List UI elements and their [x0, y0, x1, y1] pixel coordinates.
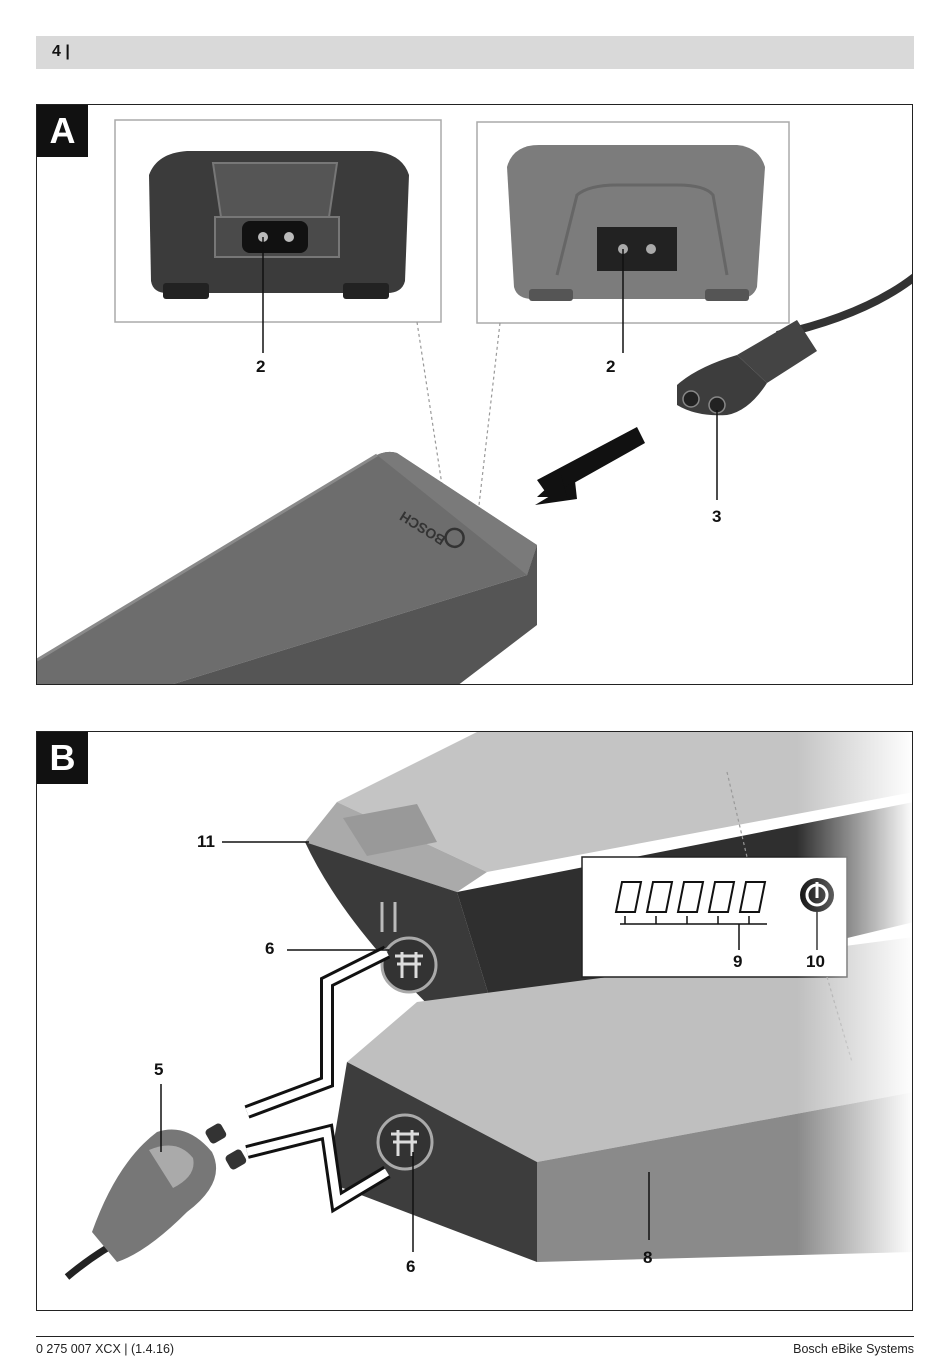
footer-rule — [36, 1336, 914, 1337]
power-socket-left — [242, 221, 308, 253]
leader-line-left — [417, 322, 442, 485]
footer-document-id: 0 275 007 XCX | (1.4.16) — [36, 1342, 174, 1356]
figure-a-label: A — [37, 105, 88, 157]
callout-9: 9 — [733, 952, 742, 972]
insert-direction-arrow — [535, 427, 645, 505]
charger-body: BOSCH — [37, 452, 537, 685]
callout-2-right: 2 — [606, 357, 615, 377]
charger-plug — [67, 1122, 248, 1277]
fade-overlay — [797, 732, 913, 1311]
callout-8: 8 — [643, 1248, 652, 1268]
figure-b-illustration — [37, 732, 913, 1311]
callout-11: 11 — [197, 832, 215, 852]
page-number: 4 | — [52, 43, 70, 61]
callout-6-top: 6 — [265, 939, 274, 959]
figure-b-panel: B 11 6 5 6 8 9 10 — [36, 731, 913, 1311]
connector-socket-bottom — [378, 1115, 432, 1169]
leader-line-right — [479, 323, 500, 505]
callout-6-bottom: 6 — [406, 1257, 415, 1277]
header-bar: 4 | — [36, 36, 914, 69]
callout-3: 3 — [712, 507, 721, 527]
connector-socket-top — [382, 938, 436, 992]
charger-right-device — [507, 145, 765, 301]
footer-brand: Bosch eBike Systems — [793, 1342, 914, 1356]
charger-left-device — [149, 151, 409, 299]
figure-b-label: B — [37, 732, 88, 784]
callout-5: 5 — [154, 1060, 163, 1080]
figure-a-panel: BOSCH A 2 2 3 — [36, 104, 913, 685]
figure-a-illustration: BOSCH — [37, 105, 913, 685]
callout-10: 10 — [806, 952, 825, 972]
power-socket-right — [597, 227, 677, 271]
callout-2-left: 2 — [256, 357, 265, 377]
